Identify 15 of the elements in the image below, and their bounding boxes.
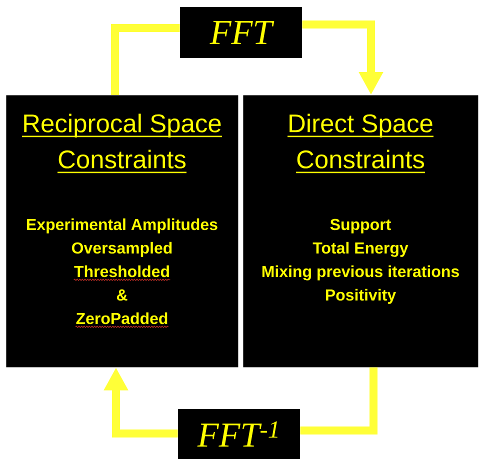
list-item: ZeroPadded xyxy=(76,312,168,324)
panel-heading: Reciprocal Space Constraints xyxy=(22,114,222,174)
list-item: Thresholded xyxy=(74,265,169,278)
list-item: Oversampled xyxy=(72,242,172,257)
list-item: & xyxy=(116,289,128,301)
list-item: Support xyxy=(330,218,391,234)
list-item: Total Energy xyxy=(312,242,408,257)
transform-box: FFT$^{-1}$ xyxy=(178,409,300,459)
connector-line xyxy=(300,367,378,434)
list-item: Mixing previous iterations xyxy=(262,265,459,280)
transform-box: FFT xyxy=(180,7,302,58)
list-item: Experimental Amplitudes xyxy=(27,218,218,234)
panel-heading: Direct Space Constraints xyxy=(288,114,434,174)
list-item: Positivity xyxy=(326,288,396,304)
connector-line xyxy=(111,24,180,95)
